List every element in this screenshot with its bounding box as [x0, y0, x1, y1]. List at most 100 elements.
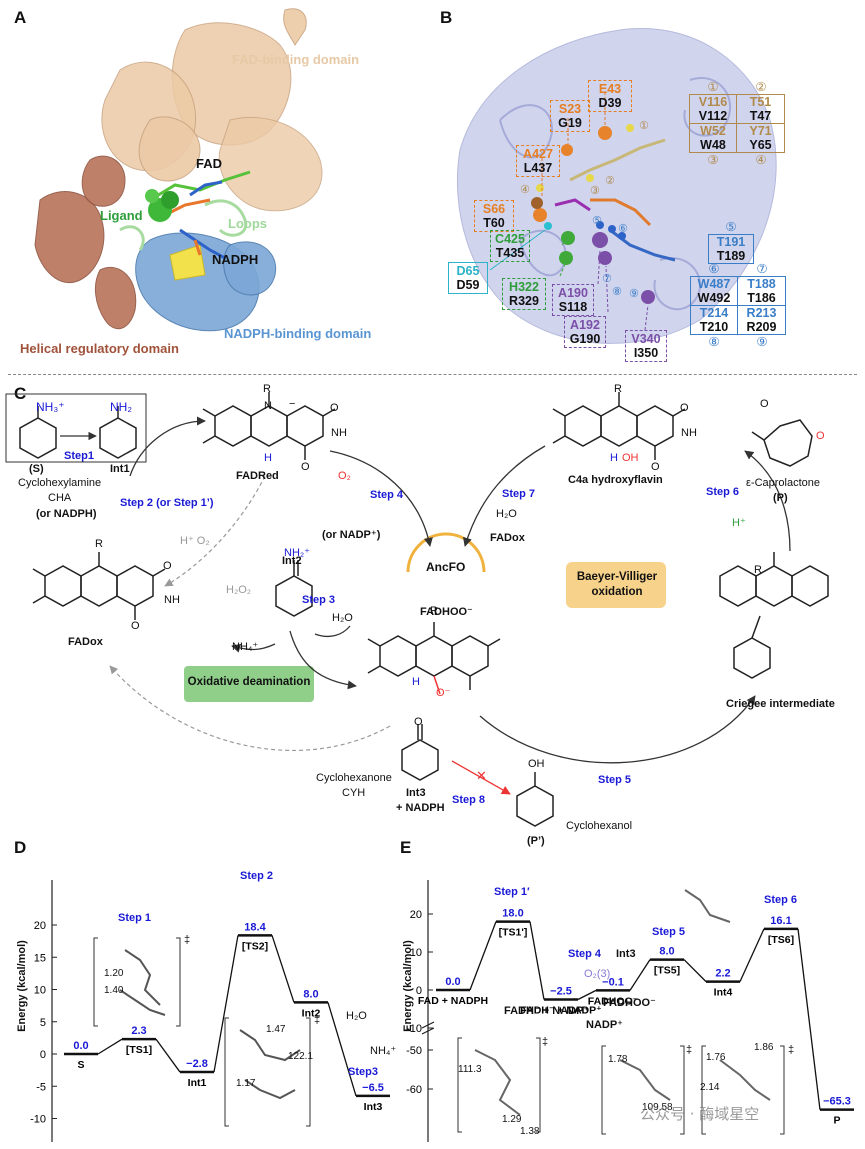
grid-marker: ②: [755, 80, 767, 94]
energy-value-label: −2.8: [186, 1058, 208, 1070]
deamination-box: [184, 666, 314, 702]
residue-wildtype: L437: [523, 161, 553, 175]
criegee-structure: [719, 552, 829, 679]
caprolactone-p: (P): [773, 492, 788, 504]
nadph-binding-domain-cartoon: [135, 232, 277, 332]
energy-connector: [271, 935, 295, 1003]
nadph-sticks: [179, 228, 226, 260]
energy-connector: [797, 928, 821, 1110]
c4a-label: C4a hydroxyflavin: [568, 474, 663, 486]
e-geom-ts6-b: 1.86: [754, 1042, 774, 1053]
int1-ring: [99, 417, 137, 459]
residue-wildtype: S118: [558, 300, 588, 314]
grid-cell: T214: [691, 305, 738, 320]
e-geom-ts1-b: 1.29: [502, 1114, 522, 1125]
y-tick-label: 20: [410, 909, 422, 921]
step1-label: Step1: [64, 450, 94, 462]
e-ylabel: Energy (kcal/mol): [402, 940, 414, 1032]
nadph-label: NADPH: [212, 252, 259, 267]
or-nadph-label: (or NADPH): [36, 508, 97, 520]
grid-marker: ⑨: [756, 335, 768, 349]
y-tick-label: 10: [410, 947, 422, 959]
e-nadp-label: NADP⁺: [586, 1019, 623, 1031]
active-site-sticks: [554, 138, 676, 262]
energy-value-label: 18.0: [502, 908, 523, 920]
state-label: FADH⁻ + NADP⁺: [520, 1005, 601, 1017]
e-o2-label: O₂(3): [584, 968, 611, 980]
d-ylabel: Energy (kcal/mol): [16, 940, 28, 1032]
ts2-geometry-bracket: [224, 1017, 311, 1127]
energy-connector: [155, 1038, 181, 1073]
energy-connector: [577, 989, 597, 1001]
grid-cell: T47: [749, 109, 772, 123]
e-geom-ts5-a: 1.78: [608, 1054, 628, 1065]
residue-mutant: C425: [495, 232, 525, 246]
y-tick-label: 0: [416, 985, 422, 997]
helical-domain-cartoon: [34, 155, 137, 330]
grid-cell: W492: [691, 291, 738, 305]
e-geom-ts6-a: 1.76: [706, 1052, 726, 1063]
cyh-label: CYH: [342, 787, 366, 799]
lactone-o-carbonyl: O: [760, 398, 769, 410]
e-geom-ts1-a: 111.3: [458, 1064, 482, 1075]
blue-residue-single: ⑤ T191 T189: [708, 220, 754, 264]
y-tick-label: 15: [34, 952, 46, 964]
ancfo-ring: [406, 532, 486, 573]
step8-label: Step 8: [452, 794, 486, 806]
c4a-nh: NH: [681, 427, 697, 439]
residue-box-a427: A427 L437: [516, 145, 560, 177]
e-int3-label: Int3: [616, 948, 636, 960]
fadred-label: FADRed: [236, 470, 279, 482]
fadhoo-h: H: [412, 676, 420, 688]
d-labels: 0.0S2.3[TS1]−2.8Int118.4[TS2]8.0Int2−6.5…: [73, 921, 384, 1113]
e-step1p-label: Step 1′: [494, 886, 530, 898]
residue-box-v340: V340 I350: [625, 330, 667, 362]
panel-c-scheme: [5, 392, 829, 827]
grid-marker: ⑤: [725, 220, 737, 234]
cyclohexanol-ring: [516, 785, 554, 827]
dashed-arrows: [109, 475, 391, 751]
residue-mutant: V340: [631, 332, 661, 346]
watermark: 公众号 · 酶域星空: [640, 1105, 760, 1123]
energy-value-label: 8.0: [303, 988, 318, 1000]
fadox-structure: [32, 552, 166, 620]
fadred-o-bottom: O: [301, 461, 310, 473]
ligand-spheres: [145, 189, 179, 222]
step5-label: Step 5: [598, 774, 632, 786]
residue-wildtype: T435: [495, 246, 525, 260]
or-nadp-label: (or NADP⁺): [322, 529, 381, 541]
residue-box-d65: D65 D59: [448, 262, 488, 294]
residue-box-s66: S66 T60: [474, 200, 514, 232]
c4a-structure: [552, 392, 686, 460]
grid-marker: ③: [707, 153, 719, 167]
y-tick-label: -50: [406, 1045, 422, 1057]
green-residue-spheres: [559, 231, 575, 265]
cyclohexanone-label: Cyclohexanone: [316, 772, 392, 784]
marker-1: ①: [639, 120, 649, 132]
grid-cell: R209: [746, 320, 777, 334]
e-geom-ts5-b: 109.58: [642, 1102, 673, 1113]
e-dagger-ts6: ‡: [788, 1044, 795, 1056]
grid-cell: T191: [716, 235, 746, 249]
marker-7: ⑦: [602, 273, 612, 285]
fadred-minus: −: [289, 398, 296, 410]
cyan-sphere: [544, 222, 552, 230]
s-label: (S): [29, 463, 44, 475]
state-label: Int2: [302, 1007, 321, 1019]
ancfo-label: AncFO: [426, 560, 466, 574]
grid-cell: W52: [690, 123, 737, 138]
e-step5-label: Step 5: [652, 926, 686, 938]
cyclohexanone-ring: [401, 739, 439, 781]
bv-box: [566, 562, 666, 608]
d-levels: [64, 934, 390, 1098]
residue-wildtype: G190: [569, 332, 601, 346]
state-label: [TS6]: [768, 934, 794, 946]
energy-value-label: 2.3: [131, 1025, 146, 1037]
energy-connector: [529, 921, 545, 1000]
grid-marker: ⑧: [708, 335, 720, 349]
energy-connector: [97, 1038, 123, 1055]
c4a-oh: OH: [622, 452, 639, 464]
int2-ring: [275, 575, 313, 617]
